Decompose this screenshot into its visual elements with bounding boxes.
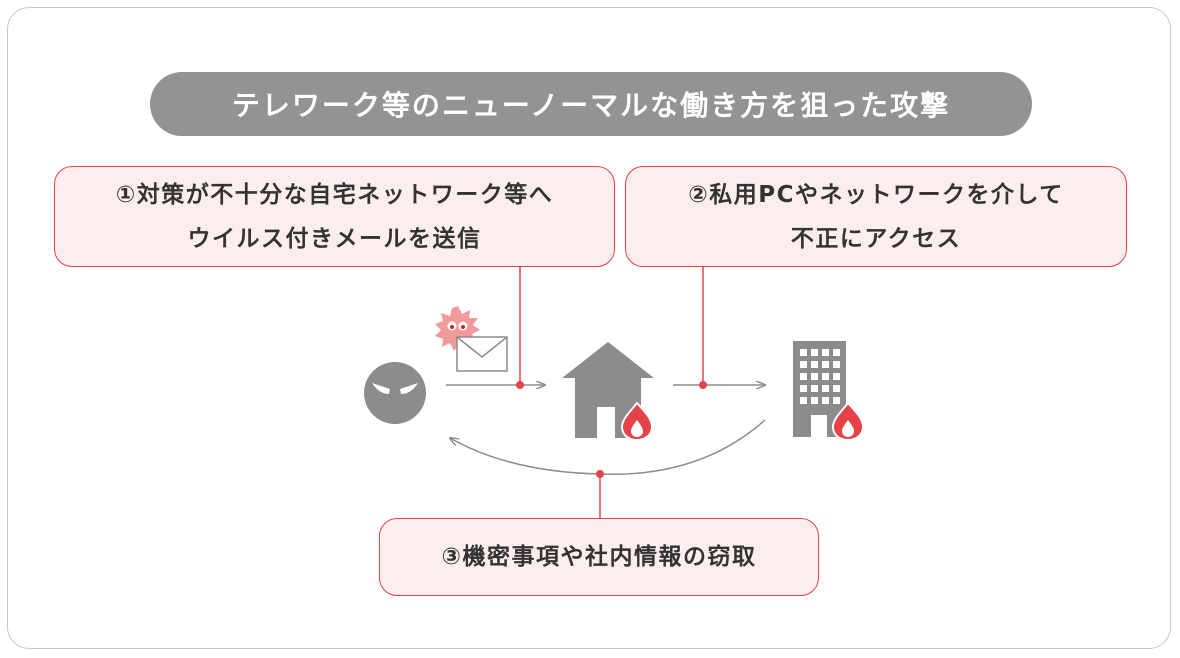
step-1-dot <box>516 381 524 389</box>
attacker-face-icon <box>364 362 426 424</box>
step-2-line-2: 不正にアクセス <box>790 225 962 252</box>
diagram-title: テレワーク等のニューノーマルな働き方を狙った攻撃 <box>150 72 1032 136</box>
step-3-line-1: ③機密事項や社内情報の窃取 <box>441 544 757 570</box>
envelope-icon <box>456 336 508 372</box>
step-2-callout: ②私用PCやネットワークを介して 不正にアクセス <box>625 166 1127 267</box>
fire-icon <box>620 401 654 442</box>
step-2-line-1: ②私用PCやネットワークを介して <box>688 181 1064 208</box>
step-1-callout: ①対策が不十分な自宅ネットワーク等へ ウイルス付きメールを送信 <box>54 166 615 267</box>
step-3-dot <box>596 470 604 478</box>
slide-frame <box>7 7 1171 649</box>
step-2-dot <box>699 381 707 389</box>
step-3-callout: ③機密事項や社内情報の窃取 <box>379 518 819 596</box>
fire-icon <box>831 401 865 442</box>
step-1-line-1: ①対策が不十分な自宅ネットワーク等へ <box>115 181 554 208</box>
step-1-line-2: ウイルス付きメールを送信 <box>187 225 482 252</box>
